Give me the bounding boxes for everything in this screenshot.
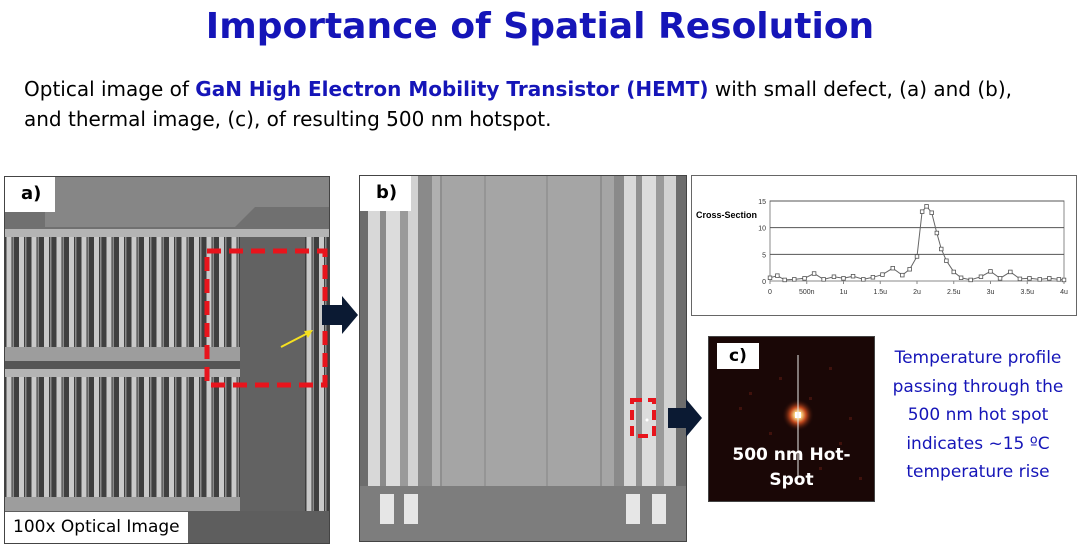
note-line-3: 500 nm hot spot [907, 405, 1049, 425]
yellow-arrow-icon [280, 330, 313, 348]
data-point [821, 277, 826, 282]
data-point [934, 230, 940, 236]
data-point [870, 275, 876, 280]
x-tick-label: 500n [799, 289, 815, 296]
data-point [880, 272, 885, 277]
data-point [919, 209, 925, 214]
data-point [907, 267, 912, 272]
optical-image-a [5, 177, 329, 543]
cross-section-plot: 0 5 10 15 0 500n 1u 1.5u 2u 2.5u 3u 3.5u 4u [758, 199, 1068, 296]
panel-a-label: a) [5, 177, 56, 212]
x-tick-label: 1u [840, 289, 848, 296]
chart-title: Cross-Section [696, 210, 758, 220]
note-line-2: passing through the [892, 376, 1064, 397]
data-point [1047, 276, 1052, 281]
panel-a-caption: 100x Optical Image [5, 512, 188, 543]
data-point [775, 273, 780, 278]
data-point [939, 246, 944, 252]
optical-image-panel-a: a) 100x Optical Image [4, 176, 330, 544]
data-point [988, 269, 993, 274]
cross-section-chart: Cross-Section 0 5 10 15 0 500n 1u 1.5u 2u 2.5u 3u 3… [691, 175, 1077, 316]
hotspot-label: 500 nm Hot- Spot [709, 443, 874, 493]
x-tick-label: 1.5u [873, 289, 887, 296]
subtitle-pre: Optical image of [24, 77, 196, 101]
data-point [929, 210, 934, 215]
y-tick-label: 15 [758, 199, 766, 206]
data-point [924, 204, 929, 209]
data-point [1017, 276, 1023, 282]
data-point [1008, 269, 1013, 275]
page-title: Importance of Spatial Resolution [205, 6, 875, 47]
data-point [900, 272, 905, 278]
x-tick-label: 3u [987, 289, 995, 296]
x-tick-label: 4u [1060, 289, 1068, 296]
data-point [944, 258, 949, 263]
data-point [767, 275, 773, 280]
right-arrow-icon [668, 399, 702, 437]
data-point [997, 276, 1003, 281]
data-point [850, 274, 856, 279]
data-point [782, 277, 787, 283]
data-point [978, 274, 984, 279]
data-point [1056, 277, 1062, 282]
data-point [890, 266, 895, 271]
panel-c-label: c) [717, 343, 759, 369]
y-tick-label: 5 [762, 252, 766, 259]
y-tick-label: 10 [758, 226, 766, 233]
data-point [914, 254, 920, 259]
optical-image-panel-b: b) [359, 175, 687, 542]
x-tick-label: 2.5u [947, 289, 961, 296]
optical-image-b [360, 176, 686, 541]
note-line-5: temperature rise [906, 462, 1050, 482]
data-point [841, 276, 846, 281]
right-arrow-icon [322, 296, 358, 334]
x-tick-label: 2u [913, 289, 921, 296]
x-tick-label: 3.5u [1020, 289, 1034, 296]
data-point [951, 269, 956, 275]
data-point [861, 277, 866, 282]
y-tick-label: 0 [762, 279, 766, 286]
plot-frame [769, 200, 1065, 282]
data-point [1037, 277, 1042, 282]
hotspot-label-line-2: Spot [769, 470, 814, 490]
data-point [1027, 276, 1032, 281]
subtitle: Optical image of GaN High Electron Mobil… [24, 74, 1024, 134]
data-point [831, 274, 837, 279]
data-point [968, 277, 973, 283]
data-point [811, 271, 817, 276]
panel-b-label: b) [360, 176, 412, 211]
data-point [958, 275, 964, 280]
data-point [1061, 277, 1067, 283]
temperature-profile-note: Temperature profile passing through the … [880, 344, 1076, 487]
thermal-image-panel-c: c) 500 nm Hot- Spot [708, 336, 875, 502]
defect-zoom-box [630, 398, 656, 438]
x-tick-label: 0 [768, 289, 772, 296]
hotspot-label-line-1: 500 nm Hot- [732, 445, 851, 465]
data-point [792, 277, 797, 282]
subtitle-highlight: GaN High Electron Mobility Transistor (H… [195, 77, 709, 101]
note-line-4: indicates ~15 ºC [906, 433, 1050, 454]
subtitle-post: with small defect, (a) and (b), and ther… [24, 77, 1013, 131]
series-line [769, 205, 1065, 281]
data-point [802, 276, 807, 281]
note-line-1: Temperature profile [894, 348, 1062, 368]
